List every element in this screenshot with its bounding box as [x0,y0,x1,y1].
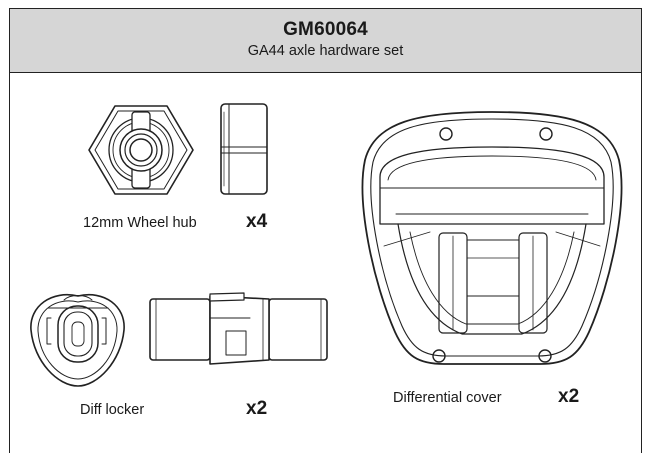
wheel-hub-side-drawing [220,103,268,195]
wheel-hub-face-drawing [88,105,194,195]
set-title: GA44 axle hardware set [247,43,404,59]
part-code: GM60064 [283,19,368,40]
differential-cover-label: Differential cover [393,390,502,406]
differential-cover-drawing [361,111,623,365]
diff-locker-face-drawing [30,293,125,387]
diff-locker-quantity: x2 [246,398,268,419]
diff-locker-label: Diff locker [80,402,145,418]
sheet-header: GM60064 GA44 axle hardware set [10,9,641,73]
wheel-hub-quantity: x4 [246,211,268,232]
wheel-hub-label: 12mm Wheel hub [83,215,197,231]
diff-locker-side-drawing [149,292,328,365]
sheet-frame: GM60064 GA44 axle hardware set [9,8,642,453]
differential-cover-quantity: x2 [558,386,580,407]
